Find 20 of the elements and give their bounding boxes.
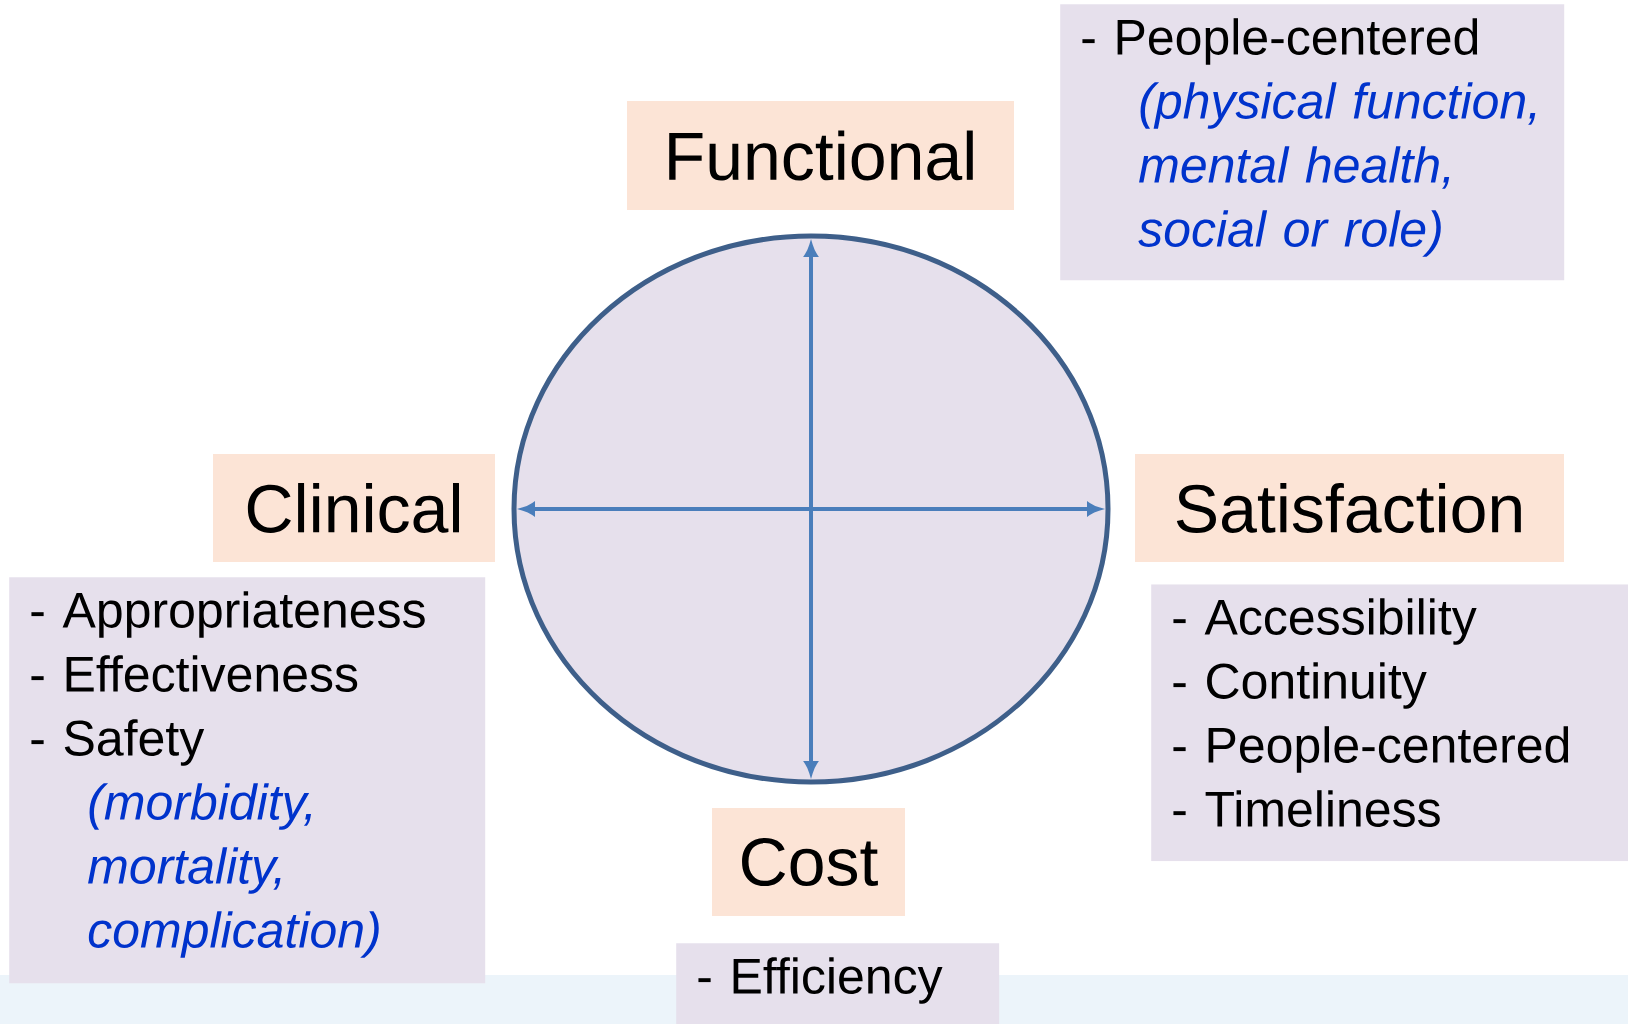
bullet-item: - Appropriateness (31, 591, 425, 638)
bullet-item: - People-centered (1173, 726, 1569, 773)
bullet-item: - People-centered (1082, 18, 1478, 65)
bullet-item: - Safety (31, 719, 205, 766)
bullet-item: - Continuity (1173, 662, 1427, 709)
bullet-item: - Accessibility (1173, 598, 1477, 645)
note-text: (morbidity, mortality, complication) (88, 783, 379, 958)
list-box (9, 577, 486, 984)
note-text: (physical function, mental health, social or role) (1138, 82, 1536, 257)
bullet-item: - Effectiveness (31, 655, 358, 692)
list-box (1151, 584, 1628, 862)
list-box (1060, 4, 1565, 281)
bullet-item: - Timeliness (1173, 790, 1440, 827)
bullet-item: - Efficiency (698, 957, 943, 1004)
category-label: Clinical (213, 454, 495, 562)
category-label: Cost (712, 808, 905, 916)
list-box (676, 943, 1000, 1024)
category-label: Functional (627, 101, 1014, 210)
category-label: Satisfaction (1135, 454, 1564, 562)
circle-diagram (511, 233, 1111, 785)
